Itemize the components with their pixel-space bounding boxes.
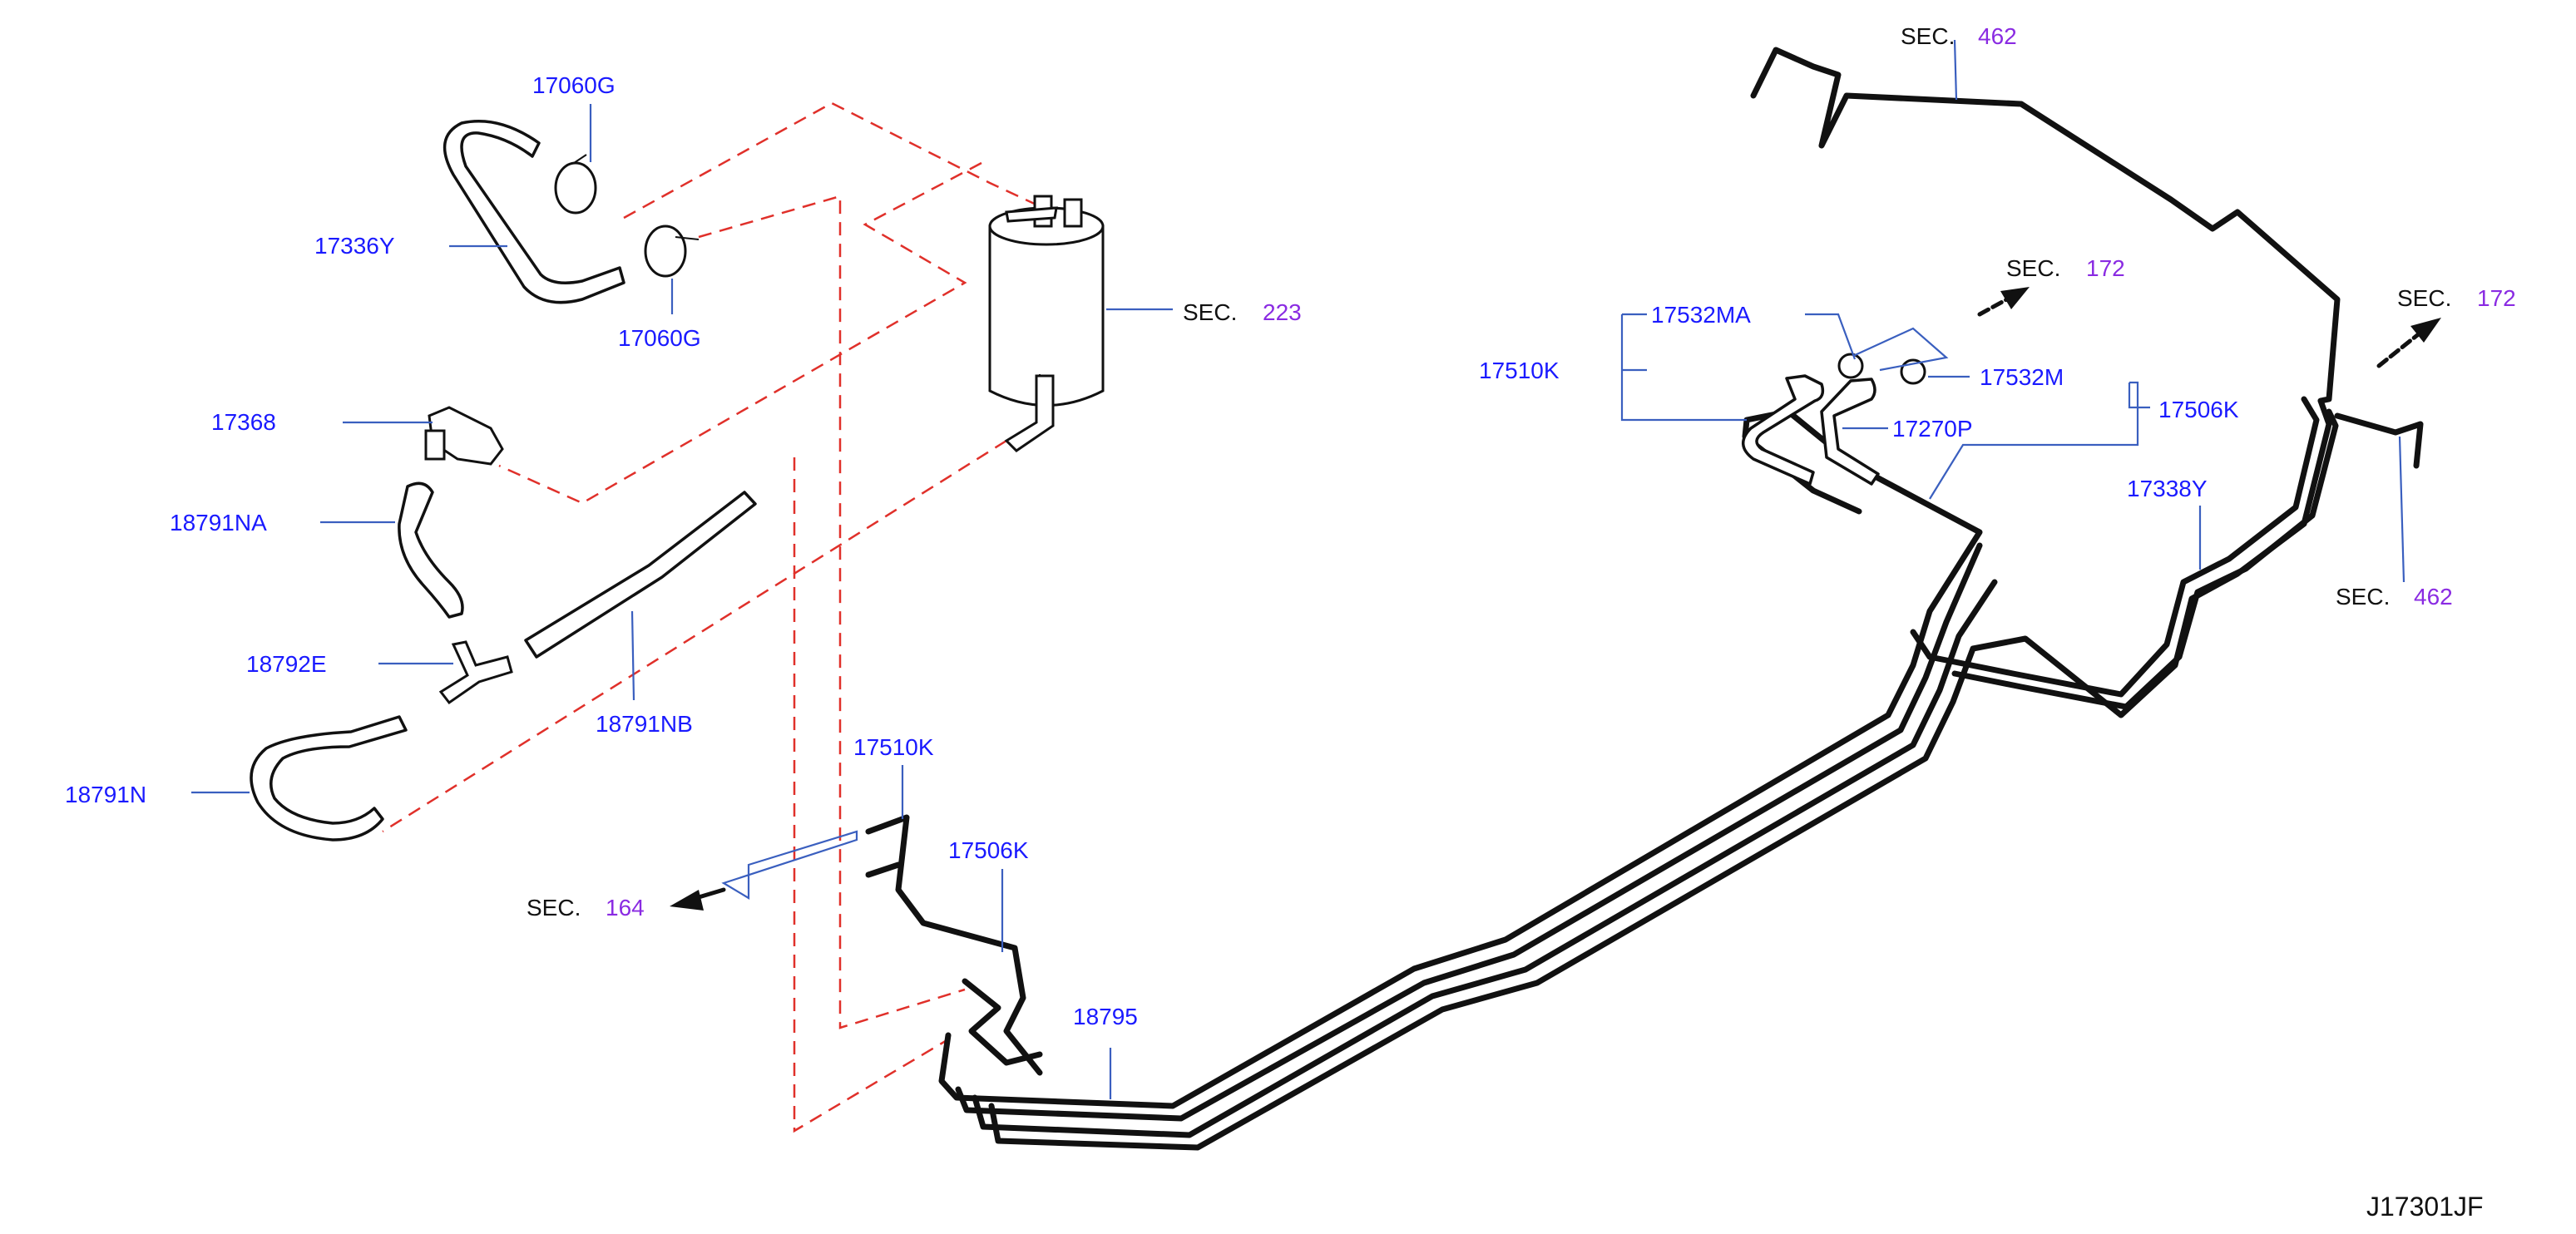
sec-172-mid-prefix: SEC. (2006, 255, 2060, 281)
sec-164-prefix: SEC. (527, 895, 581, 921)
sec-223-number: 223 (1263, 299, 1302, 325)
diagram-id: J17301JF (2366, 1192, 2484, 1222)
sec-223-prefix: SEC. (1183, 299, 1237, 325)
label-17532ma: 17532MA (1651, 302, 1751, 328)
leader-lines (191, 39, 2405, 1099)
tee-18792e (438, 640, 513, 705)
label-17532m: 17532M (1980, 364, 2064, 390)
sec-172-mid-number: 172 (2086, 255, 2125, 281)
label-18791na: 18791NA (170, 510, 267, 536)
label-17270p: 17270P (1892, 416, 1973, 442)
sec-462-right-number: 462 (2414, 584, 2453, 610)
sec-172-right-number: 172 (2477, 285, 2516, 311)
label-18791nb: 18791NB (596, 711, 693, 737)
sec-462-right-prefix: SEC. (2336, 584, 2390, 610)
label-17338y: 17338Y (2127, 476, 2208, 501)
label-18795: 18795 (1073, 1004, 1138, 1029)
label-17336y: 17336Y (314, 233, 395, 259)
label-18792e: 18792E (246, 651, 327, 677)
sec-462-top-number: 462 (1978, 23, 2017, 49)
section-references: SEC. 223 SEC. 164 SEC. 462 SEC. 172 SEC.… (527, 23, 2516, 921)
main-fuel-pipes (865, 47, 2424, 1151)
label-17510k-right: 17510K (1479, 358, 1560, 383)
label-17368: 17368 (211, 409, 276, 435)
hose-17336y-assembly (443, 120, 700, 304)
label-17510k-left: 17510K (853, 734, 934, 760)
sec-462-top-prefix: SEC. (1901, 23, 1955, 49)
hose-18791n (250, 715, 408, 842)
direction-arrows (670, 287, 2441, 911)
hose-18791na (398, 481, 464, 619)
label-17506k-right: 17506K (2158, 397, 2239, 422)
label-18791n: 18791N (65, 782, 146, 807)
part-labels: 17060G 17336Y 17060G 17368 18791NA 18792… (65, 72, 2239, 1029)
label-17060g-top: 17060G (532, 72, 616, 98)
front-connectors (1742, 353, 1926, 486)
sec-164-number: 164 (606, 895, 645, 921)
hose-18791nb (524, 491, 757, 659)
evap-canister (988, 195, 1105, 452)
label-17506k-left: 17506K (948, 837, 1029, 863)
label-17060g-bottom: 17060G (618, 325, 701, 351)
dashed-connection-lines (382, 101, 1041, 1133)
sec-172-right-prefix: SEC. (2397, 285, 2451, 311)
valve-17368 (424, 406, 504, 466)
